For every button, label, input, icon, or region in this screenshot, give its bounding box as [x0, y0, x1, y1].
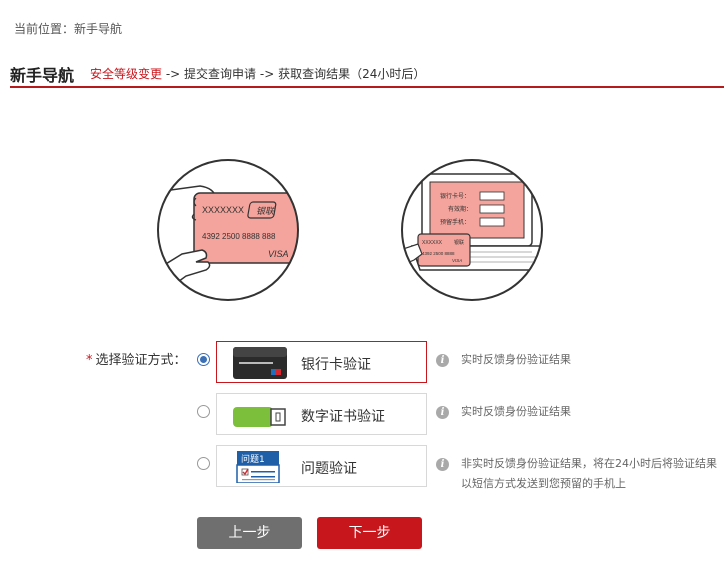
step-separator: ->: [162, 67, 185, 81]
mini-card-placeholder: XXXXXX: [422, 240, 443, 246]
info-icon: i: [436, 354, 449, 367]
radio-question[interactable]: [197, 457, 210, 470]
next-button[interactable]: 下一步: [317, 517, 422, 549]
form-label-expiry: 有效期：: [448, 205, 472, 213]
step-result: 获取查询结果（24小时后）: [278, 67, 426, 81]
verification-method-label: *选择验证方式：: [86, 349, 187, 368]
radio-bank-card[interactable]: [197, 353, 210, 366]
info-icon: i: [436, 406, 449, 419]
form-label-phone: 预留手机：: [440, 218, 470, 226]
step-active: 安全等级变更: [90, 67, 163, 81]
verification-method-text: 选择验证方式：: [95, 353, 187, 368]
mini-card-network: VISA: [452, 258, 462, 263]
option-hint: 非实时反馈身份验证结果，将在24小时后将验证结果以短信方式发送到您预留的手机上: [461, 457, 717, 490]
mini-card-number: 4392 2500 8888: [422, 251, 455, 256]
option-hint: 实时反馈身份验证结果: [461, 405, 571, 418]
step-separator: ->: [256, 67, 279, 81]
question-form-icon: 问题1: [236, 451, 280, 483]
info-icon: i: [436, 458, 449, 471]
required-mark: *: [86, 353, 93, 368]
mini-card-brand: 银联: [454, 239, 464, 246]
breadcrumb: 当前位置：新手导航: [14, 22, 123, 36]
page-title: 新手导航: [10, 66, 75, 85]
option-hint: 实时反馈身份验证结果: [461, 353, 571, 366]
option-label: 银行卡验证: [301, 357, 371, 373]
radio-digital-certificate[interactable]: [197, 405, 210, 418]
card-number-text: 4392 2500 8888 888: [202, 232, 276, 241]
card-brand-text: 银联: [256, 206, 275, 216]
card-holding-illustration: 银联 XXXXXXX 4392 2500 8888 888 VISA: [157, 159, 299, 301]
bank-card-icon: [233, 347, 287, 379]
option-label: 问题验证: [301, 461, 357, 477]
usb-key-icon: [233, 407, 286, 427]
form-label-card: 银行卡号：: [440, 192, 470, 200]
option-bank-card[interactable]: 银行卡验证: [216, 341, 427, 383]
card-name-placeholder: XXXXXXX: [202, 205, 244, 215]
step-submit: 提交查询申请: [184, 67, 257, 81]
question-icon-text: 问题1: [241, 453, 265, 465]
option-question[interactable]: 问题1 问题验证: [216, 445, 427, 487]
option-label: 数字证书验证: [301, 409, 385, 425]
option-digital-certificate[interactable]: 数字证书验证: [216, 393, 427, 435]
guide-steps: 安全等级变更 -> 提交查询申请 -> 获取查询结果（24小时后）: [90, 65, 425, 82]
prev-button[interactable]: 上一步: [197, 517, 302, 549]
guide-header: 新手导航 安全等级变更 -> 提交查询申请 -> 获取查询结果（24小时后）: [10, 62, 724, 88]
card-network-text: VISA: [268, 249, 289, 259]
laptop-illustration: 银行卡号： 有效期： 预留手机： XXXXXX 银联 4392 2500 888…: [401, 159, 543, 301]
